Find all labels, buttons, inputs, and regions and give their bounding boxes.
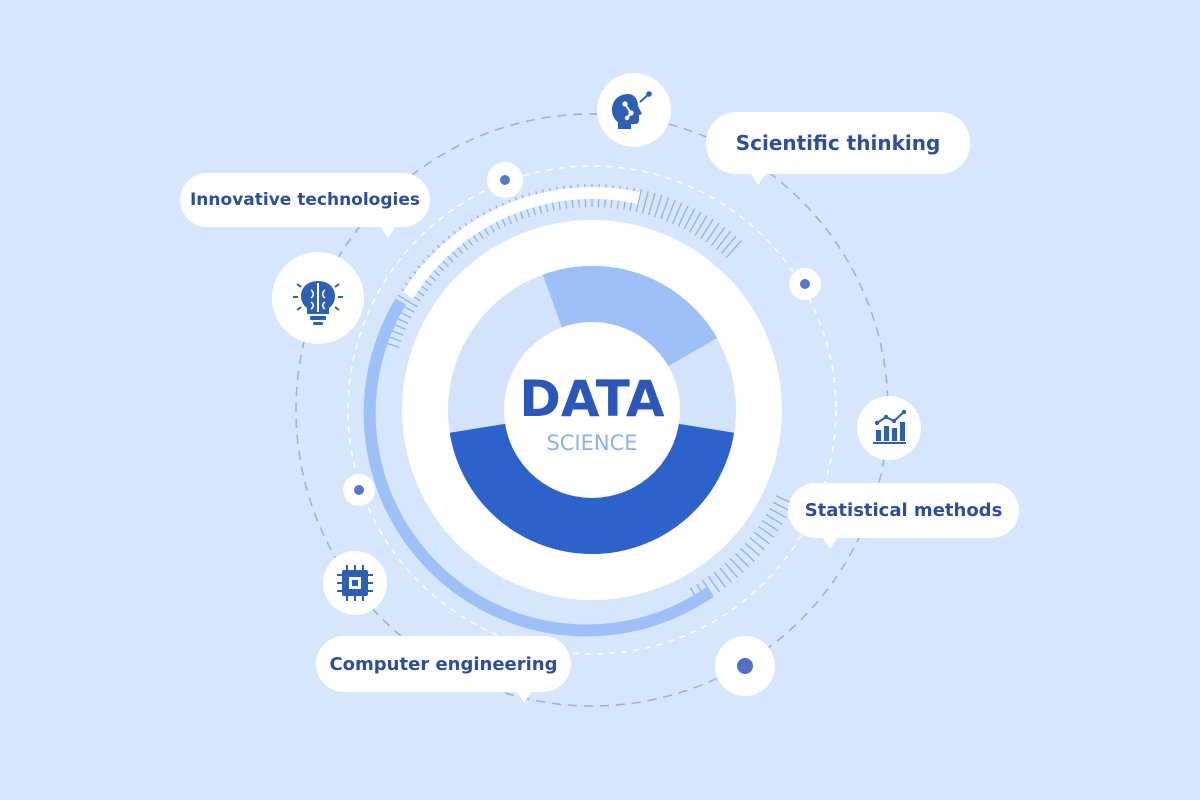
label-statistical-methods: Statistical methods bbox=[788, 483, 1019, 549]
orbit-dot bbox=[487, 162, 523, 198]
orbit-dot bbox=[789, 268, 821, 300]
label-computer-engineering: Computer engineering bbox=[316, 636, 571, 703]
donut-hole bbox=[504, 322, 680, 498]
microchip-icon bbox=[323, 551, 387, 615]
white-progress-arc bbox=[402, 187, 641, 299]
inner-dashed-orbit bbox=[347, 165, 837, 655]
center-title: DATA bbox=[519, 370, 665, 428]
orbit-dot bbox=[343, 474, 375, 506]
head-network-icon bbox=[597, 73, 671, 147]
label-innovative-technologies: Innovative technologies bbox=[180, 173, 430, 238]
bar-chart-trend-icon bbox=[857, 396, 921, 460]
center-subtitle: SCIENCE bbox=[546, 431, 637, 455]
blue-progress-arc bbox=[363, 298, 714, 637]
brain-lightbulb-icon bbox=[272, 252, 364, 344]
label-scientific-thinking: Scientific thinking bbox=[706, 112, 970, 185]
orbit-dot bbox=[715, 636, 775, 696]
